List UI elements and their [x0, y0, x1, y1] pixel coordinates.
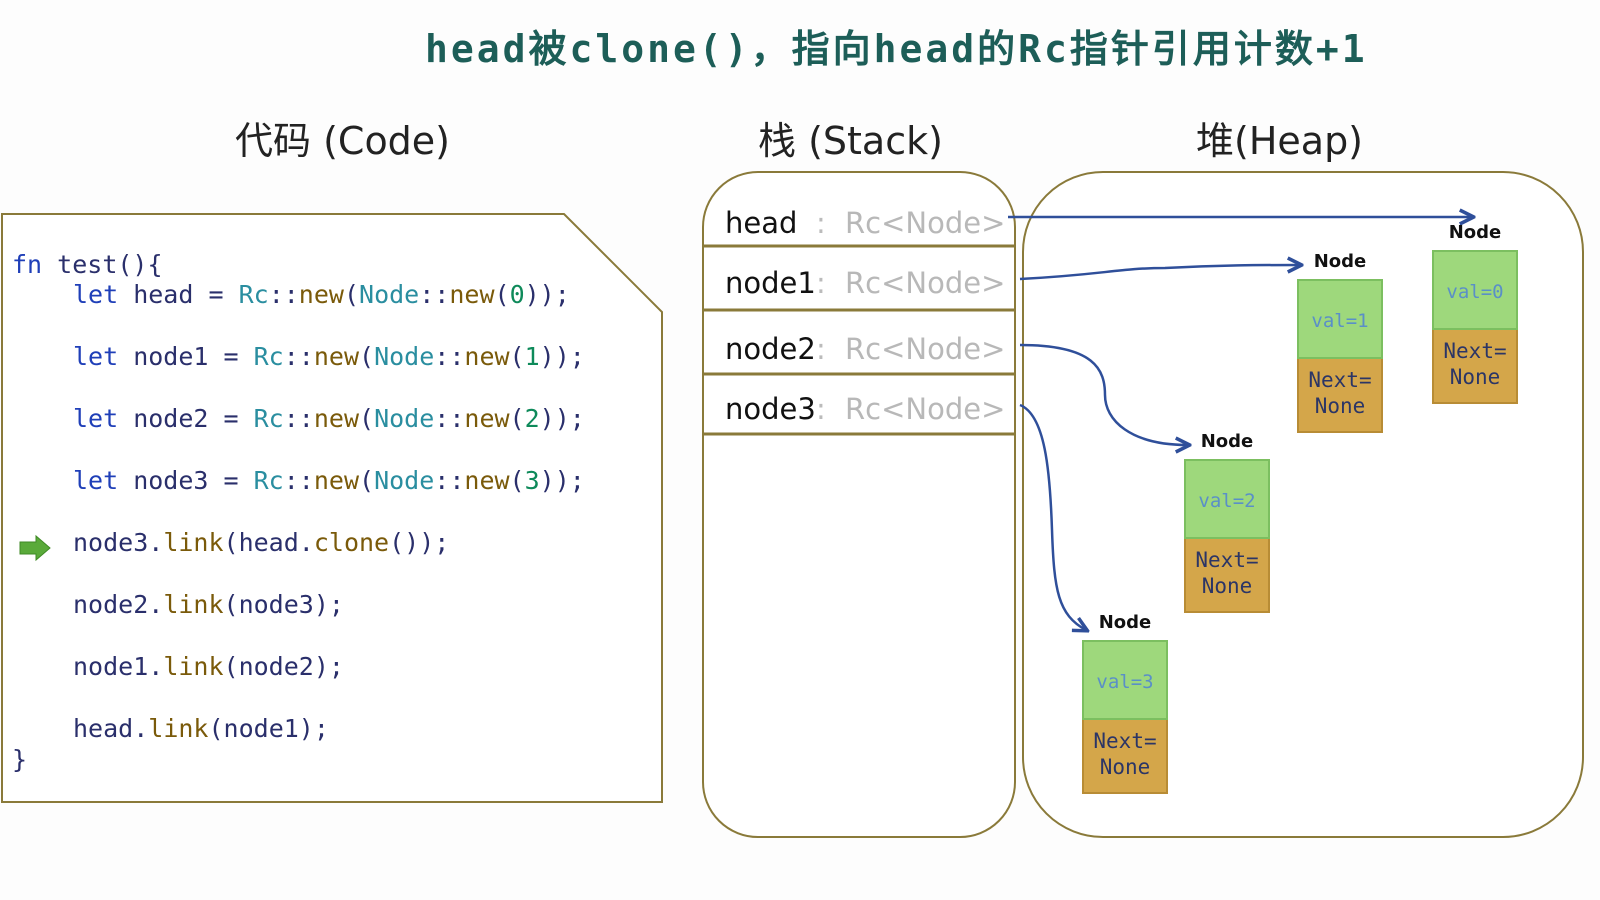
page-title: head被clone()，指向head的Rc指针引用计数+1	[425, 27, 1368, 71]
heap-node-3: Node val=3 Next= None	[1082, 612, 1168, 794]
node-next-value: None	[1099, 755, 1151, 779]
heap-node-0: Node val=0 Next= None	[1432, 222, 1518, 404]
code-line-current: node3.link(head.clone());	[73, 528, 450, 557]
node-label: Node	[1313, 251, 1367, 272]
stack-row-head: head : Rc<Node>	[703, 196, 1015, 252]
node-next-key: Next=	[1308, 368, 1372, 392]
stack-panel-frame	[702, 171, 1016, 838]
stack-row-node1: node1 : Rc<Node>	[703, 256, 1015, 312]
stack-row-node2: node2 : Rc<Node>	[703, 322, 1015, 378]
stack-var-name: node3	[725, 392, 816, 426]
stack-var-type: Rc<Node>	[845, 392, 1006, 426]
code-panel: fn test(){ let head = Rc::new(Node::new(…	[0, 0, 680, 900]
stack-var-type: Rc<Node>	[845, 206, 1006, 240]
stack-colon: :	[816, 332, 826, 366]
code-section-title: 代码 (Code)	[235, 119, 451, 163]
node-next-value: None	[1314, 394, 1366, 418]
code-line: fn test(){	[12, 250, 163, 279]
node-next-key: Next=	[1443, 339, 1507, 363]
current-line-arrow-icon	[19, 534, 51, 562]
code-line: node1.link(node2);	[73, 652, 344, 681]
stack-var-name: head	[725, 206, 798, 240]
stack-var-type: Rc<Node>	[845, 332, 1006, 366]
stack-colon: :	[816, 206, 826, 240]
stack-var-name: node1	[725, 266, 816, 300]
code-line: let node1 = Rc::new(Node::new(1));	[73, 342, 585, 371]
node-label: Node	[1200, 431, 1254, 452]
node-val: val=2	[1184, 459, 1270, 539]
code-line: let node3 = Rc::new(Node::new(3));	[73, 466, 585, 495]
stack-colon: :	[816, 266, 826, 300]
node-val: val=0	[1432, 250, 1518, 330]
stack-section-title: 栈 (Stack)	[758, 119, 943, 163]
code-line: head.link(node1);	[73, 714, 329, 743]
stack-colon: :	[816, 392, 826, 426]
stack-var-name: node2	[725, 332, 816, 366]
node-label: Node	[1448, 222, 1502, 243]
code-line: node2.link(node3);	[73, 590, 344, 619]
node-next: Next= None	[1297, 359, 1383, 433]
heap-section-title: 堆(Heap)	[1196, 119, 1364, 163]
pointer-node2-to-node2	[1019, 343, 1188, 445]
node-next-key: Next=	[1093, 729, 1157, 753]
stack-row-node3: node3 : Rc<Node>	[703, 382, 1015, 438]
node-label: Node	[1098, 612, 1152, 633]
node-val: val=1	[1297, 279, 1383, 359]
stack-var-type: Rc<Node>	[845, 266, 1006, 300]
node-next: Next= None	[1432, 330, 1518, 404]
pointer-node1-to-node1	[1019, 265, 1300, 281]
node-next: Next= None	[1184, 539, 1270, 613]
heap-node-2: Node val=2 Next= None	[1184, 431, 1270, 613]
code-line: let head = Rc::new(Node::new(0));	[73, 280, 570, 309]
pointer-node3-to-node3	[1019, 403, 1086, 630]
node-val: val=3	[1082, 640, 1168, 720]
heap-node-1: Node val=1 Next= None	[1297, 251, 1383, 433]
node-next-value: None	[1449, 365, 1501, 389]
code-panel-frame	[1, 213, 663, 803]
code-line: }	[12, 745, 28, 774]
node-next: Next= None	[1082, 720, 1168, 794]
node-next-key: Next=	[1195, 548, 1259, 572]
code-line: let node2 = Rc::new(Node::new(2));	[73, 404, 585, 433]
node-next-value: None	[1201, 574, 1253, 598]
